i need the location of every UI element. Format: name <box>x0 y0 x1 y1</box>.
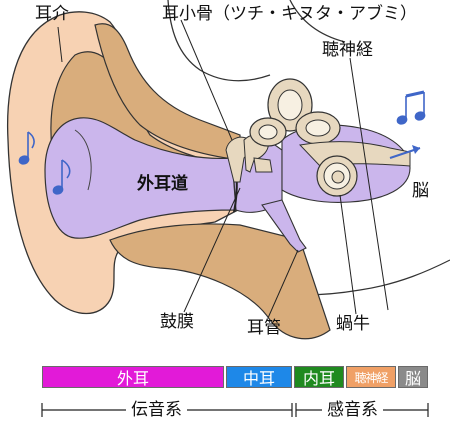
canal-inner-line <box>74 129 92 191</box>
head-outline-upper <box>289 0 346 43</box>
tan-lower <box>109 223 331 340</box>
bar-auditory-nerve: 聴神経 <box>346 366 396 388</box>
music-note-icon <box>18 131 71 195</box>
label-conductive-system: 伝音系 <box>126 402 187 419</box>
cochlea-shape <box>316 155 358 197</box>
head-outline <box>167 0 271 82</box>
semicircular-canals <box>249 78 341 147</box>
label-eardrum: 鼓膜 <box>160 312 194 332</box>
label-cochlea: 蝸牛 <box>336 314 370 334</box>
label-sensorineural-system: 感音系 <box>322 402 383 419</box>
label-eustachian-tube: 耳管 <box>247 318 281 338</box>
stapes <box>253 157 273 173</box>
label-ear-canal: 外耳道 <box>137 174 188 194</box>
label-pinna: 耳介 <box>35 4 69 24</box>
label-auditory-nerve: 聴神経 <box>322 40 373 60</box>
label-ossicles: 耳小骨（ツチ・キヌタ・アブミ） <box>162 4 417 24</box>
bar-middle-ear: 中耳 <box>226 366 292 388</box>
leader-lines <box>57 19 389 319</box>
eustachian-tube-shape <box>261 199 307 253</box>
signal-arrow-head <box>412 145 420 154</box>
music-note-icon-right <box>396 90 426 125</box>
bar-inner-ear: 内耳 <box>294 366 344 388</box>
bar-brain: 脳 <box>398 366 428 388</box>
bar-outer-ear: 外耳 <box>42 366 224 388</box>
label-brain: 脳 <box>412 181 429 201</box>
